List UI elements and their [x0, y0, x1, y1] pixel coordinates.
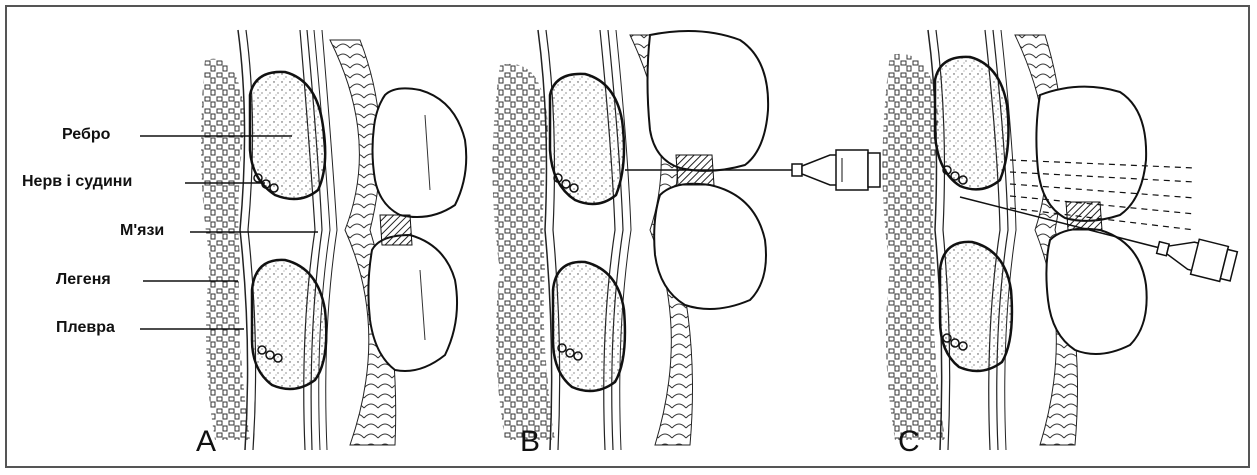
panel-letter-c: C — [898, 425, 920, 459]
outer-rib-upper-a — [373, 88, 467, 217]
outer-rib-lower-b — [654, 184, 766, 309]
label-lung: Легеня — [56, 271, 111, 289]
outer-rib-lower-c — [1046, 229, 1146, 354]
rib-upper-c — [935, 57, 1008, 190]
rib-lower-b — [553, 262, 625, 391]
panel-c-illustration — [883, 30, 1239, 450]
label-pleura: Плевра — [56, 319, 115, 337]
intercostal-space-a — [380, 215, 412, 245]
outer-rib-upper-c — [1036, 87, 1146, 221]
rib-lower-c — [940, 242, 1012, 371]
panel-b-illustration — [493, 30, 881, 450]
label-muscles: М'язи — [120, 222, 164, 240]
outer-rib-lower-a — [368, 235, 457, 371]
label-nerve-vessels: Нерв і судини — [22, 173, 132, 191]
rib-upper-b — [550, 74, 624, 204]
panel-letter-b: B — [520, 425, 540, 459]
panel-letter-a: A — [196, 425, 216, 459]
panel-a-illustration — [140, 30, 466, 450]
rib-lower-a — [252, 260, 326, 389]
label-rib: Ребро — [62, 126, 110, 144]
outer-rib-upper-b — [648, 31, 769, 171]
